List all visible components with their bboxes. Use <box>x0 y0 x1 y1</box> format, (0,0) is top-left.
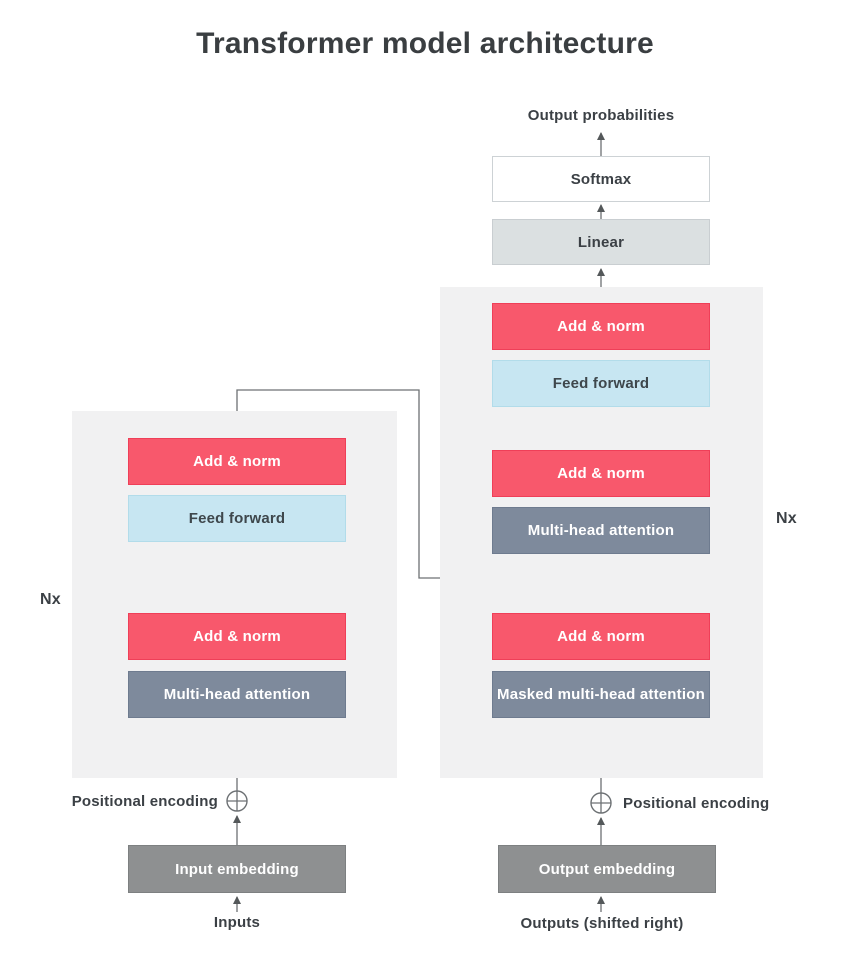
softmax-block: Softmax <box>492 156 710 202</box>
encoder-multi-head-attention-block: Multi-head attention <box>128 671 346 718</box>
encoder-add-norm-bottom-block: Add & norm <box>128 613 346 660</box>
decoder-feed-forward-block: Feed forward <box>492 360 710 407</box>
encoder-repeat-label: Nx <box>40 591 61 608</box>
input-embedding-block: Input embedding <box>128 845 346 893</box>
inputs-label: Inputs <box>213 914 261 931</box>
encoder-positional-encoding-label: Positional encoding <box>71 793 218 810</box>
linear-block: Linear <box>492 219 710 265</box>
decoder-add-norm-middle-block: Add & norm <box>492 450 710 497</box>
output-probabilities-label: Output probabilities <box>527 107 675 124</box>
positional-add-left-icon <box>226 790 248 812</box>
decoder-add-norm-top-block: Add & norm <box>492 303 710 350</box>
decoder-positional-encoding-label: Positional encoding <box>623 795 770 812</box>
decoder-repeat-label: Nx <box>776 510 797 527</box>
page-title: Transformer model architecture <box>196 27 654 60</box>
output-embedding-block: Output embedding <box>498 845 716 893</box>
positional-add-right-icon <box>590 792 612 814</box>
decoder-multi-head-attention-block: Multi-head attention <box>492 507 710 554</box>
outputs-shifted-right-label: Outputs (shifted right) <box>520 915 684 932</box>
decoder-add-norm-bottom-block: Add & norm <box>492 613 710 660</box>
decoder-masked-multi-head-attention-block: Masked multi-head attention <box>492 671 710 718</box>
encoder-add-norm-top-block: Add & norm <box>128 438 346 485</box>
encoder-feed-forward-block: Feed forward <box>128 495 346 542</box>
